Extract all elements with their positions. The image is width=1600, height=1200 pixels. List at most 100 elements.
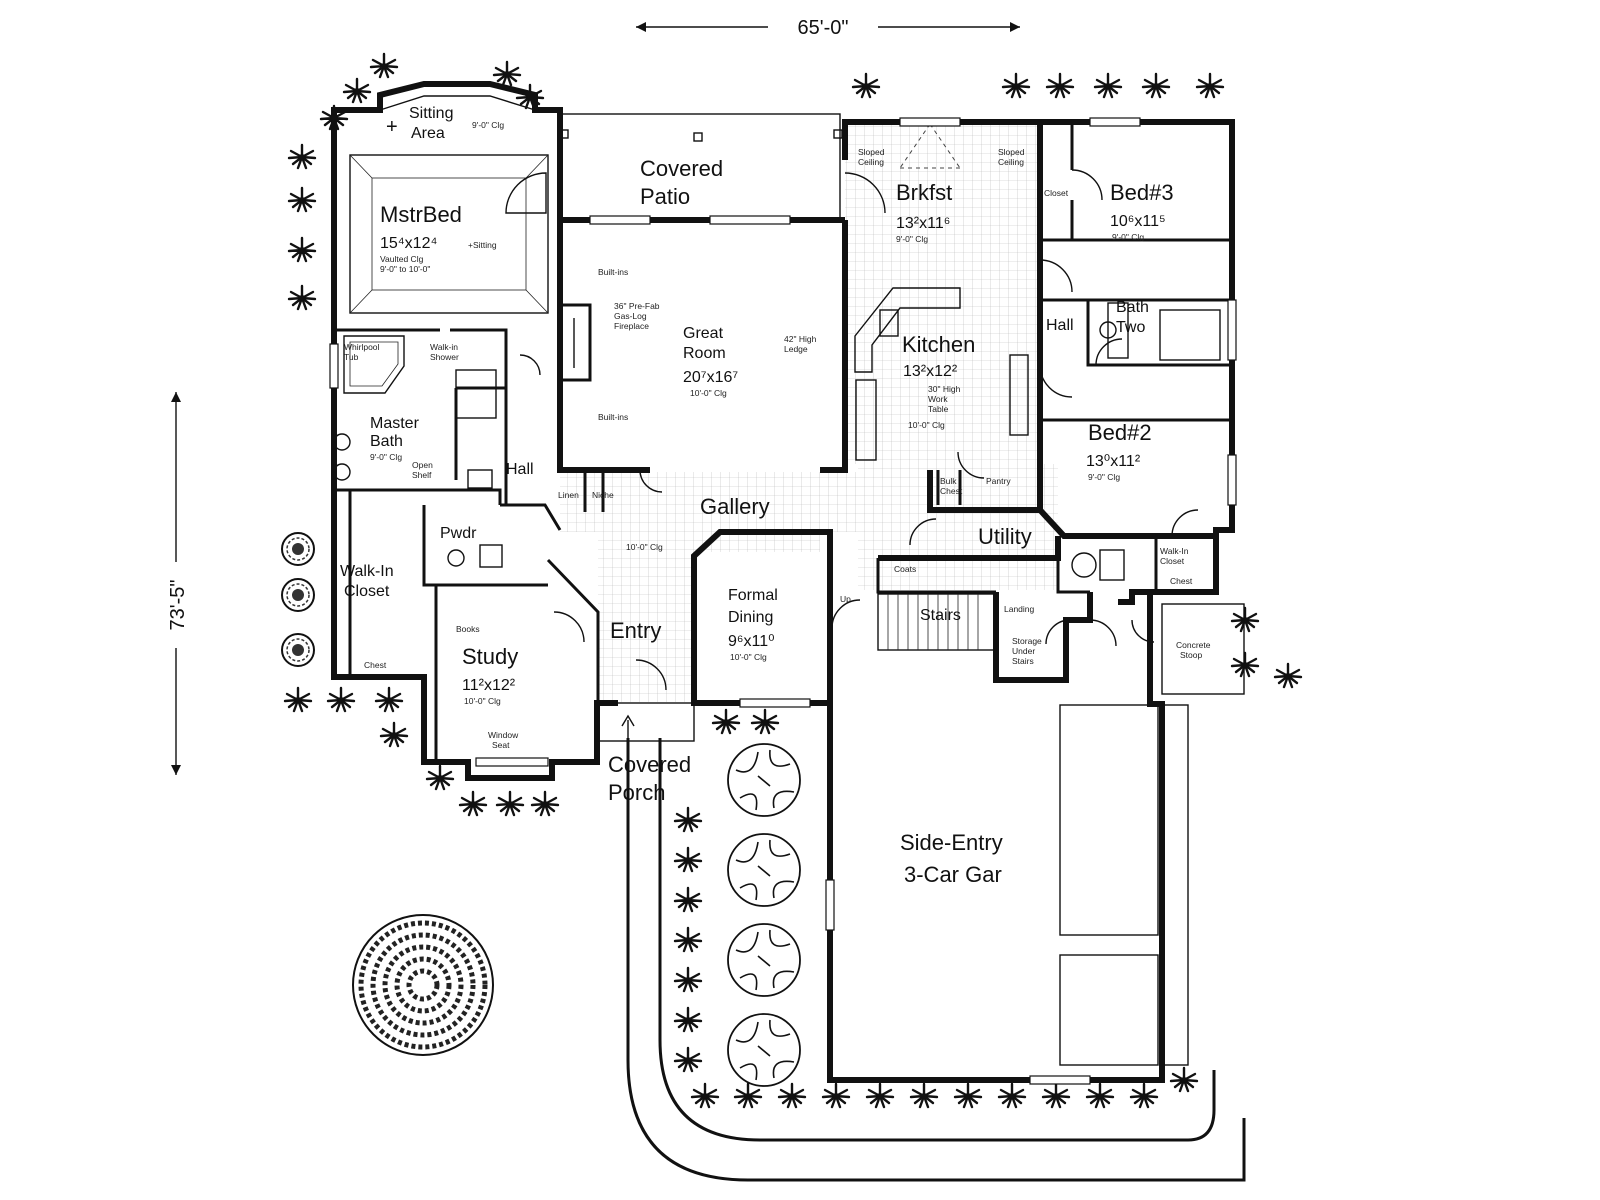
stairs-label: Stairs	[920, 607, 961, 624]
stairs-icon	[877, 593, 997, 651]
sloped-ceiling-lines	[899, 123, 961, 169]
entry-label: Entry	[610, 618, 661, 643]
utility-label: Utility	[978, 524, 1032, 549]
great-room-ceiling: 10'-0" Clg	[690, 388, 727, 398]
tile-floor	[560, 124, 1058, 702]
kitchen-counters	[854, 287, 1029, 461]
washer-icon	[1071, 552, 1097, 578]
chest-note: Chest	[1170, 576, 1193, 586]
bathtub-icon	[1107, 302, 1129, 359]
concrete-stoop-note: Stoop	[1180, 650, 1202, 660]
fireplace-note: Gas-Log	[614, 311, 647, 321]
storage-note: Stairs	[1012, 656, 1034, 666]
vaulted-ceiling-lines	[349, 154, 549, 314]
fireplace-note: Fireplace	[614, 321, 649, 331]
bed3-label: Bed#3	[1110, 180, 1174, 205]
patio-column	[693, 132, 703, 142]
master-bath-ceiling: 9'-0" Clg	[370, 452, 402, 462]
toilet-icon	[479, 544, 503, 568]
gallery-ceiling: 10'-0" Clg	[626, 542, 663, 552]
width-dimension-label: 65'-0"	[798, 17, 849, 39]
whirlpool-note: Tub	[344, 352, 359, 362]
whirlpool-note: Whirlpool	[344, 342, 380, 352]
kitchen-size: 13²x12²	[903, 363, 958, 380]
sloped-ceiling-note: Sloped	[858, 147, 885, 157]
brkfst-label: Brkfst	[896, 180, 952, 205]
up-note: Up	[840, 594, 851, 604]
windows	[329, 117, 1237, 1085]
sitting-area-label: Area	[411, 125, 445, 142]
garage-label: Side-Entry	[900, 830, 1003, 855]
sloped-ceiling-note: Sloped	[998, 147, 1025, 157]
kitchen-note: 30" High	[928, 384, 961, 394]
kitchen-label: Kitchen	[902, 332, 975, 357]
formal-dining-label: Formal	[728, 587, 778, 604]
linen-note: Linen	[558, 490, 579, 500]
walk-in-closet-small-note: Walk-In	[1160, 546, 1189, 556]
kitchen-note: Table	[928, 404, 949, 414]
great-room-size: 20⁷x16⁷	[683, 369, 738, 386]
sink-icon	[333, 463, 351, 481]
hall-left-label: Hall	[506, 461, 534, 478]
formal-dining-ceiling: 10'-0" Clg	[730, 652, 767, 662]
storage-note: Storage	[1012, 636, 1042, 646]
bed2-label: Bed#2	[1088, 420, 1152, 445]
great-room-label: Room	[683, 345, 726, 362]
hall-right-label: Hall	[1046, 317, 1074, 334]
garage-door-outline	[1059, 954, 1159, 1066]
brkfst-size: 13²x11⁶	[896, 215, 950, 232]
window-seat-note: Seat	[492, 740, 510, 750]
chest-note: Chest	[364, 660, 387, 670]
bath-two-label: Two	[1116, 319, 1145, 336]
formal-dining-label: Dining	[728, 609, 773, 626]
toilet-icon	[467, 469, 493, 489]
kitchen-ceiling: 10'-0" Clg	[908, 420, 945, 430]
study-size: 11²x12²	[462, 677, 516, 694]
open-shelf-note: Shelf	[412, 470, 432, 480]
concrete-stoop-note: Concrete	[1176, 640, 1211, 650]
study-ceiling: 10'-0" Clg	[464, 696, 501, 706]
covered-patio-label: Covered	[640, 156, 723, 181]
dryer-icon	[1099, 549, 1125, 581]
books-note: Books	[456, 624, 480, 634]
sitting-area-ceiling: 9'-0" Clg	[472, 120, 504, 130]
open-shelf-note: Open	[412, 460, 433, 470]
sitting-bay-window	[379, 95, 536, 111]
sink-icon	[333, 433, 351, 451]
walk-in-closet-label: Closet	[344, 583, 390, 600]
covered-porch-label: Porch	[608, 780, 665, 805]
bed3-ceiling: 9'-0" Clg	[1112, 232, 1144, 242]
fireplace-note: 36" Pre-Fab	[614, 301, 660, 311]
ledge-note: Ledge	[784, 344, 808, 354]
bed2-size: 13⁰x11²	[1086, 453, 1141, 470]
kitchen-note: Work	[928, 394, 948, 404]
gallery-label: Gallery	[700, 494, 770, 519]
bathtub-icon	[1159, 309, 1221, 361]
master-bed-label: MstrBed	[380, 202, 462, 227]
garage-door-outline	[1163, 704, 1189, 1066]
niche-note: Niche	[592, 490, 614, 500]
garage-door-outline	[1059, 704, 1159, 936]
bulk-chest-note: Chest	[940, 486, 963, 496]
planter-edge	[658, 738, 1216, 1142]
walk-in-shower-note: Shower	[430, 352, 459, 362]
depth-dimension-label: 73'-5"	[167, 580, 189, 631]
fireplace-icon	[562, 303, 592, 382]
walk-in-closet-label: Walk-In	[340, 563, 394, 580]
window-seat-note: Window	[488, 730, 519, 740]
storage-note: Under	[1012, 646, 1035, 656]
pantry-note: Pantry	[986, 476, 1011, 486]
sink-icon	[1099, 321, 1117, 339]
closet-note: Closet	[1044, 188, 1069, 198]
bed2-ceiling: 9'-0" Clg	[1088, 472, 1120, 482]
walk-in-closet-small-note: Closet	[1160, 556, 1185, 566]
driveway-edge	[626, 738, 1246, 1182]
depth-dimension: 73'-5"	[167, 392, 189, 775]
plan-notes: Built-ins Built-ins 36" Pre-Fab Gas-Log …	[344, 147, 1211, 750]
coats-note: Coats	[894, 564, 916, 574]
sitting-area-label: Sitting	[409, 105, 453, 122]
covered-patio-label: Patio	[640, 184, 690, 209]
formal-dining-size: 9⁶x11⁰	[728, 633, 775, 650]
